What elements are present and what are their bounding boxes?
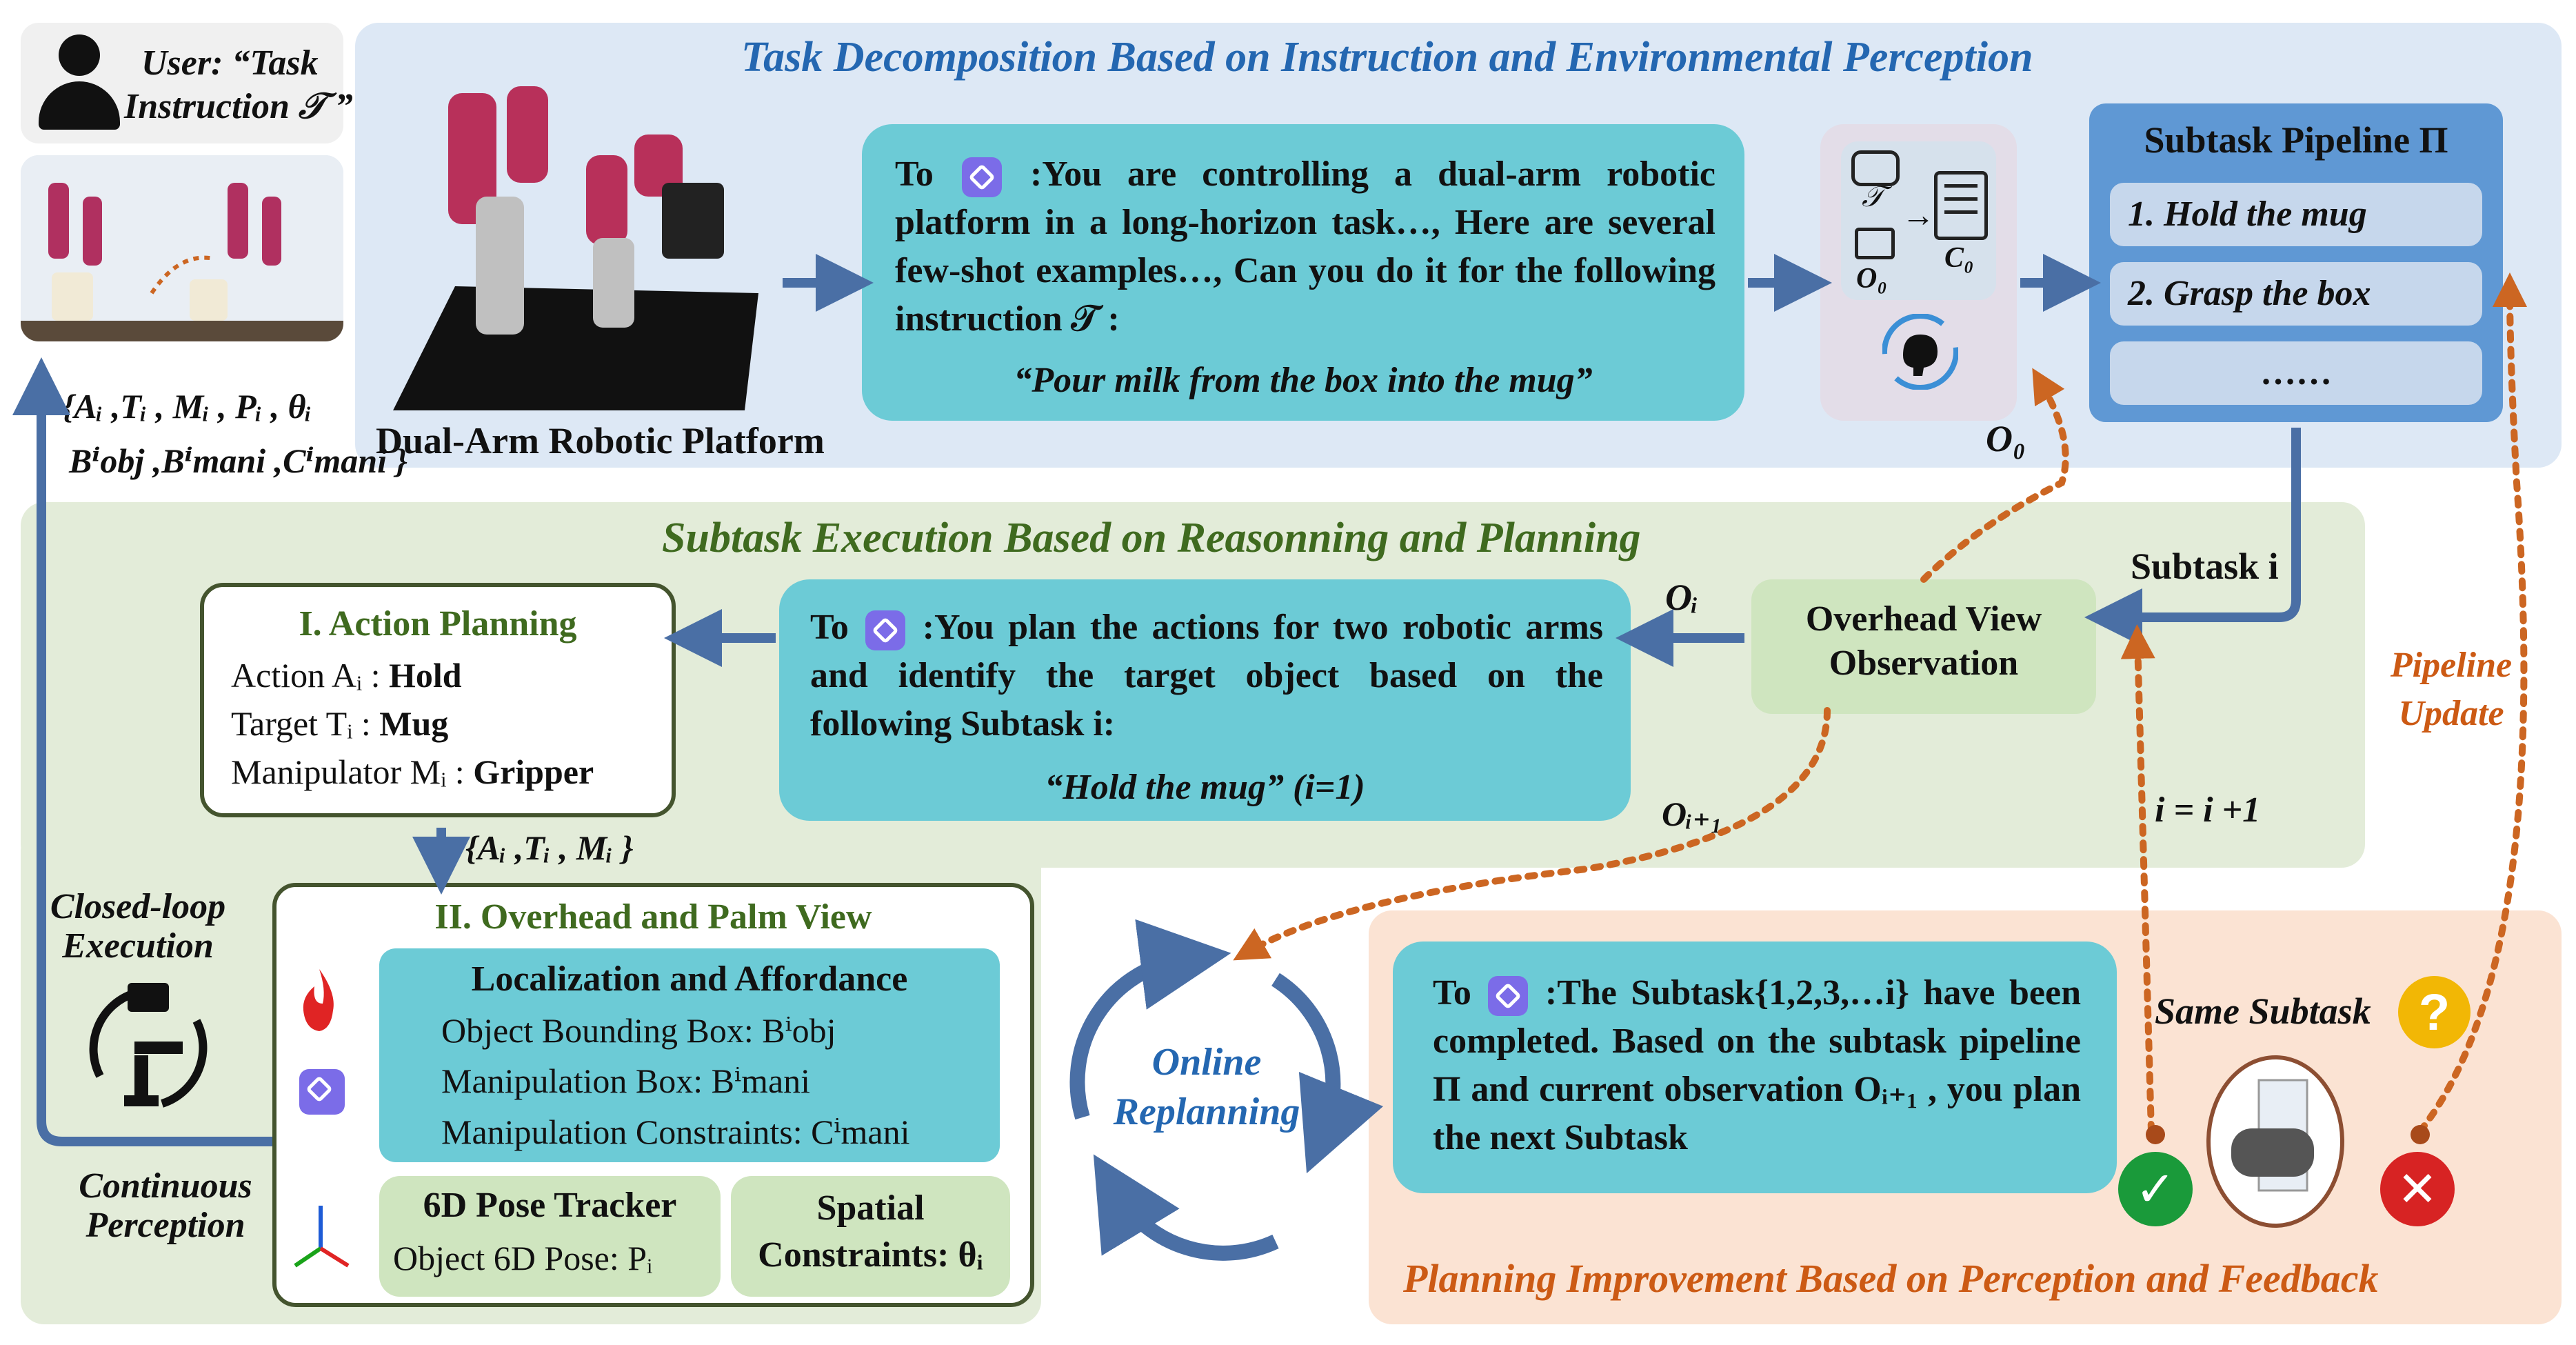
pipeline-update-label: Pipeline Update bbox=[2390, 646, 2513, 733]
dual-arm-robot-illustration bbox=[393, 86, 758, 410]
localization-title: Localization and Affordance bbox=[471, 959, 908, 999]
percept-c0: C₀ bbox=[1944, 242, 1974, 274]
brain-icon bbox=[1882, 314, 1958, 390]
robot-hand-milk-photo bbox=[2206, 1055, 2344, 1228]
axis-icon bbox=[290, 1200, 352, 1276]
loc-row-3: Manipulation Constraints: Cⁱmani bbox=[441, 1113, 910, 1151]
action-planning-box bbox=[200, 583, 676, 817]
closed-loop-2: Execution bbox=[62, 926, 214, 966]
prompt-to: To bbox=[810, 608, 849, 647]
loop-params-line1: {Aᵢ ,Tᵢ , Mᵢ , Pᵢ , θᵢ bbox=[62, 387, 312, 426]
manipulator-key: Manipulator Mᵢ : bbox=[231, 753, 474, 791]
percept-t: 𝒯 bbox=[1862, 181, 1884, 213]
decomposition-prompt: To :You are controlling a dual-arm robot… bbox=[895, 150, 1715, 343]
feedback-prompt: To :The Subtask{1,2,3,…i} have been comp… bbox=[1433, 969, 2081, 1162]
spatial-line2: Constraints: θᵢ bbox=[758, 1235, 983, 1275]
continuous-1: Continuous bbox=[79, 1166, 252, 1206]
same-subtask-label: Same Subtask bbox=[2155, 990, 2371, 1032]
pipeline-item-3: …… bbox=[2110, 341, 2482, 405]
overhead-palm-title: II. Overhead and Palm View bbox=[434, 897, 872, 937]
pipeline-item-2: 2. Grasp the box bbox=[2110, 262, 2482, 326]
question-icon: ? bbox=[2398, 976, 2471, 1048]
execution-prompt-bubble bbox=[779, 579, 1631, 821]
percept-o0: O₀ bbox=[1856, 263, 1887, 295]
oi1-label: Oᵢ₊₁ bbox=[1662, 795, 1723, 833]
platform-label: Dual-Arm Robotic Platform bbox=[376, 420, 825, 461]
task-decomposition-title: Task Decomposition Based on Instruction … bbox=[741, 34, 2033, 81]
action-planning-title: I. Action Planning bbox=[299, 604, 577, 644]
overhead-line1: Overhead View bbox=[1805, 599, 2042, 639]
llm-icon bbox=[865, 610, 906, 651]
robot-camera-cycle-icon bbox=[72, 973, 224, 1124]
perception-inner-box bbox=[1841, 141, 1996, 300]
replan-line2: Replanning bbox=[1113, 1090, 1300, 1133]
subtask-execution-title: Subtask Execution Based on Reasonning an… bbox=[662, 515, 1641, 561]
prompt-to: To bbox=[895, 155, 934, 194]
check-icon: ✓ bbox=[2118, 1152, 2193, 1226]
manipulator-row: Manipulator Mᵢ : Gripper bbox=[231, 752, 594, 792]
overhead-view-box bbox=[1751, 579, 2096, 714]
pipeline-item-1: 1. Hold the mug bbox=[2110, 183, 2482, 246]
question-mark: ? bbox=[2418, 984, 2451, 1041]
prompt-body: :You are controlling a dual-arm robotic … bbox=[895, 155, 1715, 339]
action-value: Hold bbox=[389, 656, 462, 695]
action-row: Action Aᵢ : Hold bbox=[231, 655, 462, 695]
loop-params-line2: Bⁱobj ,Bⁱmani ,Cⁱmani } bbox=[69, 441, 407, 480]
target-key: Target Tᵢ : bbox=[231, 704, 380, 743]
loc-row-1: Object Bounding Box: Bⁱobj bbox=[441, 1011, 836, 1050]
prompt-body: :You plan the actions for two robotic ar… bbox=[810, 608, 1604, 744]
ati-label: {Aᵢ ,Tᵢ , Mᵢ } bbox=[465, 828, 634, 867]
user-label-2: Instruction 𝒯 ” bbox=[124, 87, 353, 126]
arrow-right-icon: → bbox=[1902, 197, 1935, 234]
dual-arm-platform-photo bbox=[372, 66, 779, 417]
target-row: Target Tᵢ : Mug bbox=[231, 704, 448, 744]
pipeline-title: Subtask Pipeline Π bbox=[2144, 119, 2448, 161]
action-key: Action Aᵢ : bbox=[231, 656, 390, 695]
decomposition-quote: “Pour milk from the box into the mug” bbox=[1014, 361, 1593, 400]
robot-pour-illustration bbox=[21, 155, 343, 341]
decomposition-prompt-bubble bbox=[862, 124, 1744, 421]
loc-row-2: Manipulation Box: Bⁱmani bbox=[441, 1062, 811, 1100]
subtask-i-label: Subtask i bbox=[2131, 546, 2279, 587]
i-update-label: i = i +1 bbox=[2155, 790, 2261, 830]
object-box-icon bbox=[1855, 228, 1895, 259]
quote-bubble-icon bbox=[1851, 150, 1900, 186]
execution-prompt: To :You plan the actions for two robotic… bbox=[810, 604, 1603, 748]
localization-box bbox=[379, 948, 1000, 1162]
replan-line1: Online bbox=[1151, 1041, 1262, 1084]
prompt-body: :The Subtask{1,2,3,…i} have been complet… bbox=[1433, 973, 2081, 1157]
manipulator-value: Gripper bbox=[473, 753, 594, 791]
execution-quote: “Hold the mug” (i=1) bbox=[1045, 768, 1365, 807]
spatial-line1: Spatial bbox=[816, 1188, 925, 1228]
fire-icon bbox=[295, 966, 343, 1035]
pose-row: Object 6D Pose: Pᵢ bbox=[393, 1239, 653, 1277]
user-label-1: User: “Task bbox=[141, 43, 319, 83]
closed-loop-1: Closed-loop bbox=[50, 887, 226, 926]
planning-improvement-title: Planning Improvement Based on Perception… bbox=[1403, 1256, 2379, 1301]
cross-icon: ✕ bbox=[2380, 1152, 2455, 1226]
task-result-photo bbox=[21, 155, 343, 341]
o0-label: O₀ bbox=[1986, 418, 2026, 459]
pose-tracker-title: 6D Pose Tracker bbox=[423, 1186, 677, 1225]
prompt-to: To bbox=[1433, 973, 1471, 1013]
user-icon bbox=[34, 34, 124, 131]
continuous-2: Perception bbox=[85, 1206, 245, 1245]
checklist-icon bbox=[1934, 171, 1988, 240]
target-value: Mug bbox=[379, 704, 449, 743]
llm-icon bbox=[1488, 976, 1529, 1017]
llm-icon bbox=[299, 1069, 345, 1115]
llm-icon bbox=[961, 157, 1002, 198]
overhead-line2: Observation bbox=[1829, 644, 2019, 683]
pose-tracker-box bbox=[379, 1176, 721, 1297]
spatial-constraints-box bbox=[731, 1176, 1010, 1297]
